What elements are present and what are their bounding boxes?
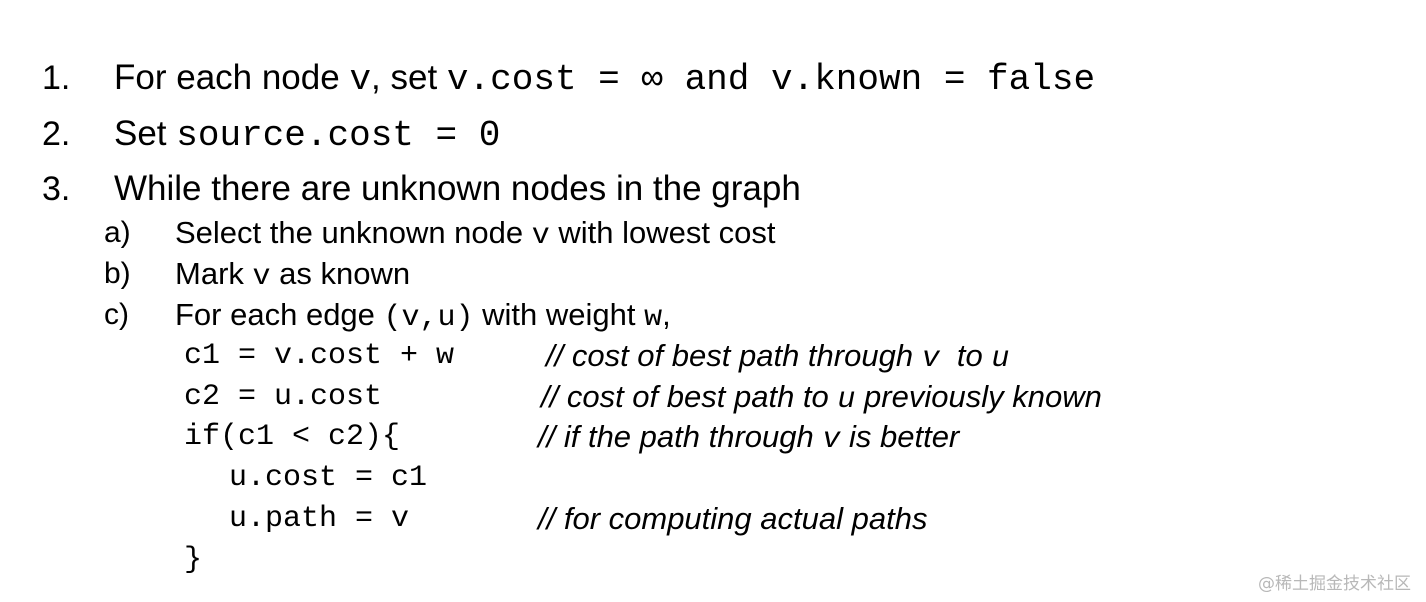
code-source-cost: source.cost = 0	[176, 115, 501, 156]
text: For each edge	[175, 297, 384, 332]
code-v: v	[822, 423, 841, 457]
step-2-number: 2.	[42, 115, 71, 153]
code-line-3: if(c1 < c2){	[184, 420, 401, 454]
text: Mark	[175, 256, 253, 291]
text: and	[662, 59, 771, 100]
step-1-number: 1.	[42, 59, 71, 97]
step-1-text: For each node v, set v.cost = ∞ and v.kn…	[114, 60, 1095, 98]
code-comment-3: // if the path through v is better	[538, 421, 959, 455]
text: For each node	[114, 58, 350, 97]
code-cost-init: v.cost = ∞	[446, 59, 663, 100]
comment-text: to	[939, 338, 992, 373]
comment-text: // cost of best path to	[541, 379, 838, 414]
text: Set	[114, 114, 177, 153]
comment-text: // if the path through	[538, 419, 823, 454]
code-line-4: u.cost = c1	[229, 461, 428, 495]
comment-text: is better	[840, 419, 960, 454]
code-v: v	[252, 260, 271, 294]
text: Select the unknown node	[175, 215, 532, 250]
substep-c-label: c)	[104, 298, 129, 331]
substep-a-text: Select the unknown node v with lowest co…	[175, 217, 775, 251]
code-u: u	[837, 383, 856, 417]
code-comment-2: // cost of best path to u previously kno…	[541, 381, 1102, 415]
code-w: w	[644, 301, 663, 335]
text: ,	[662, 297, 671, 332]
step-2-text: Set source.cost = 0	[114, 116, 500, 154]
substep-b-label: b)	[104, 257, 131, 290]
code-v: v	[531, 219, 550, 253]
code-u: u	[991, 342, 1010, 376]
code-line-1: c1 = v.cost + w	[184, 339, 455, 373]
text: While there are unknown nodes in the gra…	[114, 169, 801, 208]
comment-text: // cost of best path through	[546, 338, 922, 373]
code-line-6: }	[184, 543, 203, 577]
code-line-2: c2 = u.cost	[184, 380, 383, 414]
comment-text: previously known	[855, 379, 1102, 414]
text: , set	[371, 58, 447, 97]
code-v: v	[921, 342, 940, 376]
text: with lowest cost	[549, 215, 776, 250]
comment-text: // for computing actual paths	[538, 501, 928, 536]
code-v: v	[349, 59, 372, 100]
watermark: @稀土掘金技术社区	[1258, 574, 1411, 594]
code-line-5: u.path = v	[229, 502, 410, 536]
substep-c-text: For each edge (v,u) with weight w,	[175, 299, 671, 333]
code-edge: (v,u)	[383, 301, 474, 335]
text: with weight	[473, 297, 645, 332]
substep-b-text: Mark v as known	[175, 258, 410, 292]
text: as known	[270, 256, 411, 291]
code-comment-5: // for computing actual paths	[538, 503, 927, 534]
code-comment-1: // cost of best path through v to u	[546, 340, 1009, 374]
substep-a-label: a)	[104, 216, 131, 249]
step-3-number: 3.	[42, 170, 71, 208]
code-known-init: v.known = false	[771, 59, 1096, 100]
step-3-text: While there are unknown nodes in the gra…	[114, 171, 801, 206]
